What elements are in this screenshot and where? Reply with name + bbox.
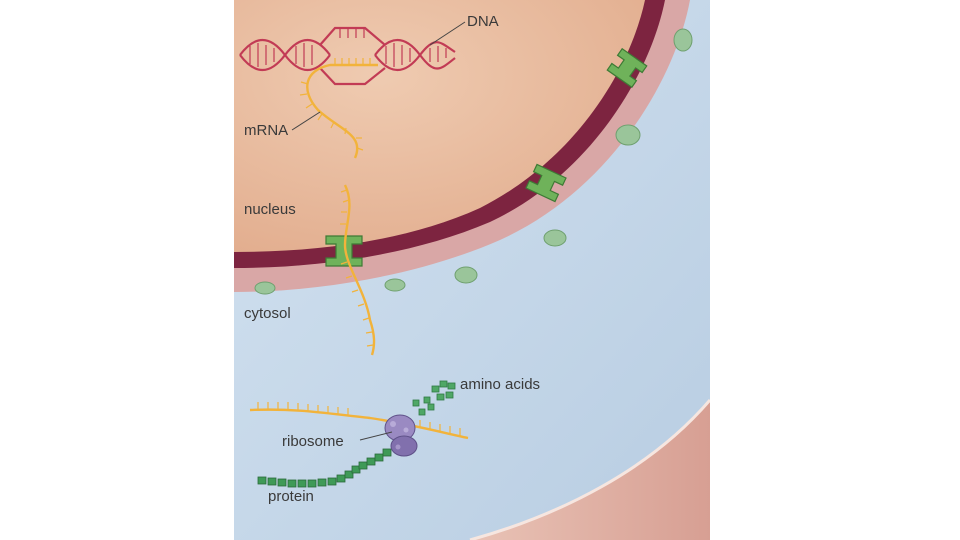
label-dna: DNA — [467, 13, 499, 30]
label-nucleus: nucleus — [244, 201, 296, 218]
label-ribosome: ribosome — [282, 433, 344, 450]
label-mrna: mRNA — [244, 122, 288, 139]
label-amino-acids: amino acids — [460, 376, 540, 393]
label-protein: protein — [268, 488, 314, 505]
label-cytosol: cytosol — [244, 305, 291, 322]
